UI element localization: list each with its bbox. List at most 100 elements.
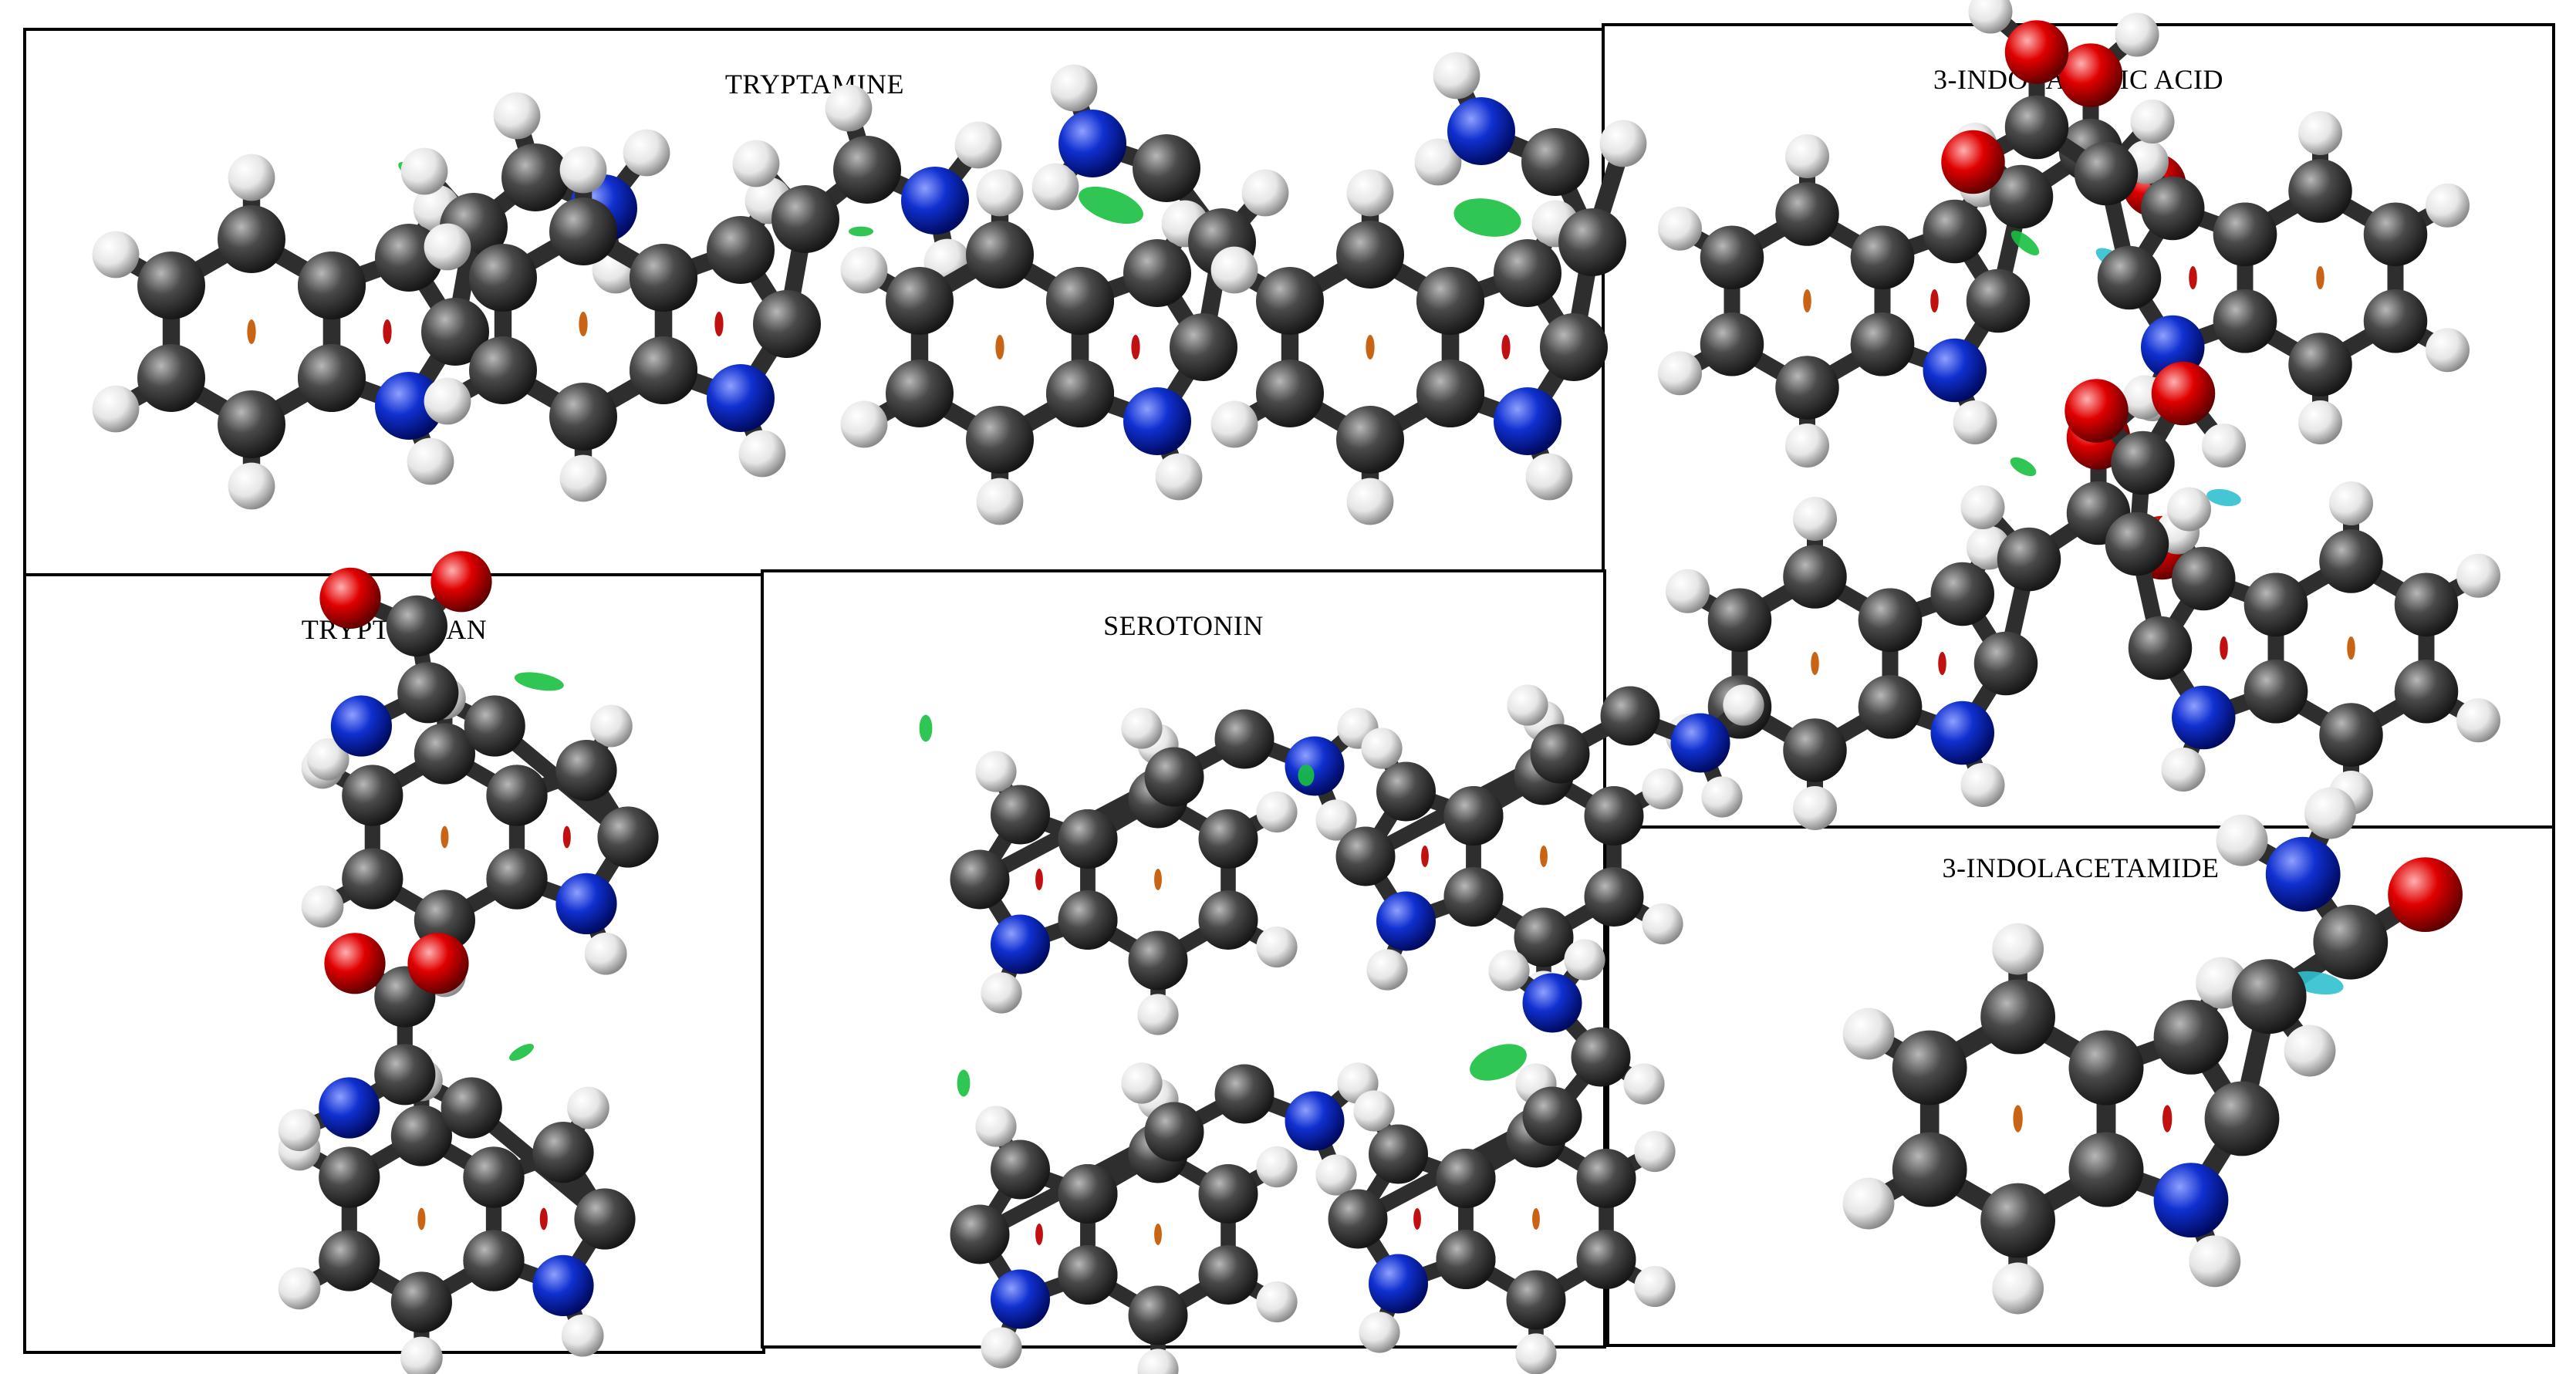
hydrogen-atom <box>1623 1063 1665 1105</box>
hydrogen-atom <box>1315 1154 1357 1196</box>
carbon-atom <box>1584 867 1644 927</box>
carbon-atom <box>390 1271 452 1333</box>
hydrogen-atom <box>2189 1235 2241 1288</box>
hydrogen-atom <box>2130 100 2175 143</box>
carbon-atom <box>1980 1183 2056 1258</box>
carbon-atom <box>342 848 403 910</box>
carbon-atom <box>463 1146 525 1208</box>
nitrogen-atom <box>1670 713 1730 773</box>
nitrogen-atom <box>330 695 392 757</box>
panel-tryptamine: TRYPTAMINE <box>23 28 1606 577</box>
carbon-atom <box>2213 202 2277 266</box>
molecule <box>301 551 659 998</box>
carbon-atom <box>414 723 476 785</box>
ring-critical-point <box>1035 1224 1043 1245</box>
hydrogen-atom <box>1658 206 1702 251</box>
hydrogen-atom <box>1723 684 1764 726</box>
carbon-atom <box>707 216 775 284</box>
hydrogen-atom <box>1793 497 1837 541</box>
carbon-atom <box>2172 546 2236 611</box>
molecule <box>278 933 636 1374</box>
carbon-atom <box>630 336 697 404</box>
ring-critical-point <box>1930 289 1939 312</box>
ring-critical-point <box>441 825 449 849</box>
carbon-atom <box>1128 1285 1188 1345</box>
carbon-atom <box>486 848 548 910</box>
hydrogen-atom <box>400 147 448 195</box>
ring-critical-point <box>1035 869 1043 890</box>
hydrogen-atom <box>2456 698 2500 743</box>
nci-surface <box>514 672 564 691</box>
carbon-atom <box>441 1077 502 1139</box>
carbon-atom <box>1576 1230 1636 1289</box>
ring-critical-point <box>539 1207 548 1231</box>
carbon-atom <box>991 1139 1050 1200</box>
hydrogen-atom <box>1031 163 1079 211</box>
ring-critical-point <box>1154 869 1162 890</box>
carbon-atom <box>501 143 569 211</box>
hydrogen-atom <box>976 169 1024 217</box>
carbon-atom <box>1416 360 1484 427</box>
nitrogen-atom <box>1123 387 1191 455</box>
carbon-atom <box>1123 239 1191 307</box>
oxygen-atom <box>2004 20 2069 84</box>
hydrogen-atom <box>559 454 607 502</box>
carbon-atom <box>1892 1132 1967 1207</box>
hydrogen-atom <box>92 231 140 279</box>
carbon-atom <box>2363 289 2428 353</box>
hydrogen-atom <box>1507 684 1548 726</box>
molecule <box>919 707 1379 1035</box>
carbon-atom <box>1576 1149 1636 1208</box>
carbon-atom <box>1930 562 1994 626</box>
hydrogen-atom <box>1361 728 1403 769</box>
molecule <box>1298 684 1764 1012</box>
carbon-atom <box>1144 1102 1204 1162</box>
carbon-atom <box>464 695 525 757</box>
hydrogen-atom <box>2284 1025 2336 1077</box>
ring-critical-point <box>2220 636 2228 660</box>
hydrogen-atom <box>407 437 454 485</box>
carbon-atom <box>1416 267 1484 335</box>
carbon-atom <box>319 1146 380 1208</box>
nitrogen-atom <box>2265 836 2341 912</box>
carbon-atom <box>555 740 617 802</box>
carbon-atom <box>2313 904 2389 980</box>
hydrogen-atom <box>1992 923 2044 975</box>
hydrogen-atom <box>1525 453 1573 501</box>
nitrogen-atom <box>1930 701 1994 765</box>
carbon-atom <box>1558 208 1626 276</box>
oxygen-atom <box>407 933 469 994</box>
carbon-atom <box>2231 959 2307 1034</box>
hydrogen-atom <box>1256 1146 1298 1188</box>
hydrogen-atom <box>732 140 780 187</box>
hydrogen-atom <box>1953 400 1997 444</box>
carbon-atom <box>1850 312 1915 376</box>
molecule <box>840 64 1289 525</box>
oxygen-atom <box>430 551 492 613</box>
carbon-atom <box>574 1188 636 1250</box>
hydrogen-atom <box>1634 1130 1676 1173</box>
hydrogen-atom <box>1210 246 1258 294</box>
molecule <box>92 92 670 510</box>
oxygen-atom <box>324 933 386 994</box>
hydrogen-atom <box>975 751 1017 792</box>
carbon-atom <box>966 221 1034 289</box>
molecule <box>1666 375 2194 830</box>
hydrogen-atom <box>278 1267 321 1310</box>
carbon-atom <box>950 849 1010 910</box>
carbon-atom <box>1858 588 1923 652</box>
carbon-atom <box>2068 1030 2144 1106</box>
ring-critical-point <box>2347 636 2355 660</box>
carbon-atom <box>1700 225 1764 289</box>
carbon-atom <box>2394 572 2459 636</box>
hydrogen-atom <box>1346 478 1394 525</box>
nitrogen-atom <box>375 372 443 440</box>
carbon-atom <box>1436 1149 1496 1208</box>
hydrogen-atom <box>92 385 140 433</box>
carbon-atom <box>1530 724 1590 784</box>
carbon-atom <box>1997 527 2061 592</box>
hydrogen-atom <box>1256 791 1298 833</box>
hydrogen-atom <box>1842 1177 1895 1230</box>
carbon-atom <box>1058 809 1118 869</box>
panel-title: 3-INDOLACETAMIDE <box>1942 852 2220 883</box>
